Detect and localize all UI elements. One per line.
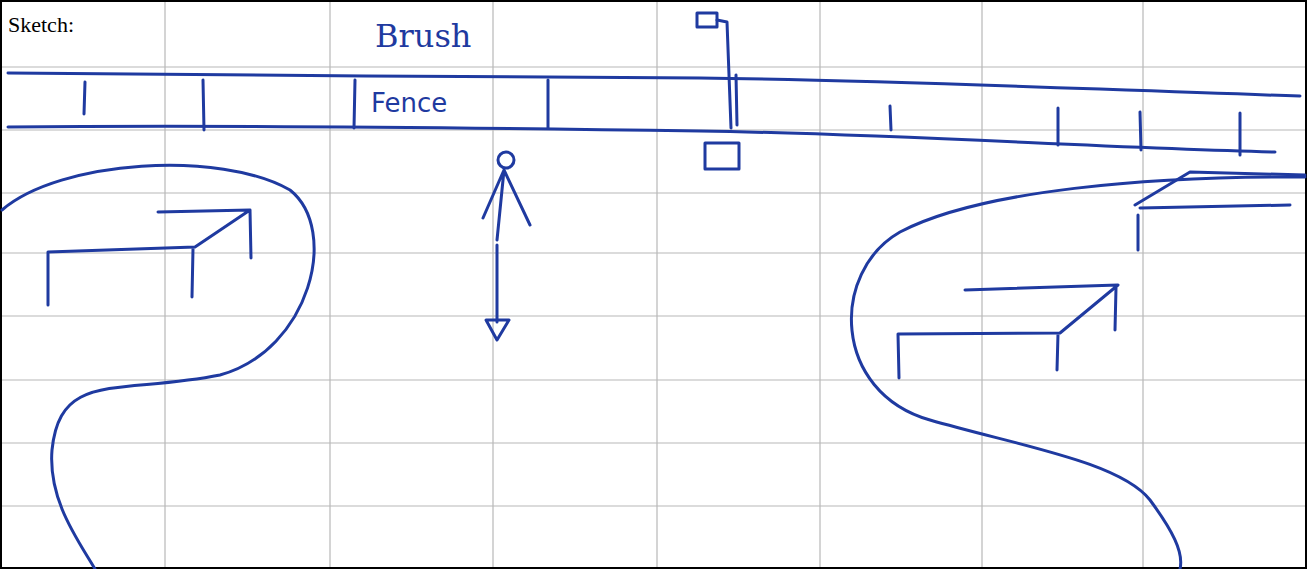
person-body [483, 170, 530, 240]
picnic-table [48, 210, 251, 305]
ink [2, 13, 1305, 569]
path-left [2, 165, 314, 569]
fence-posts [84, 80, 1240, 155]
gate-base [705, 143, 739, 169]
sheet-heading: Sketch: [5, 12, 77, 38]
person-head [498, 152, 514, 168]
fence-bottom [8, 126, 1275, 152]
direction-arrow [486, 245, 509, 340]
flag-top [697, 13, 717, 27]
bench [1135, 172, 1305, 250]
gate-pole [717, 20, 737, 128]
path-right [851, 177, 1305, 569]
area-label: Fence [368, 88, 450, 119]
area-label: Brush [372, 18, 474, 55]
picnic-table [898, 285, 1118, 378]
